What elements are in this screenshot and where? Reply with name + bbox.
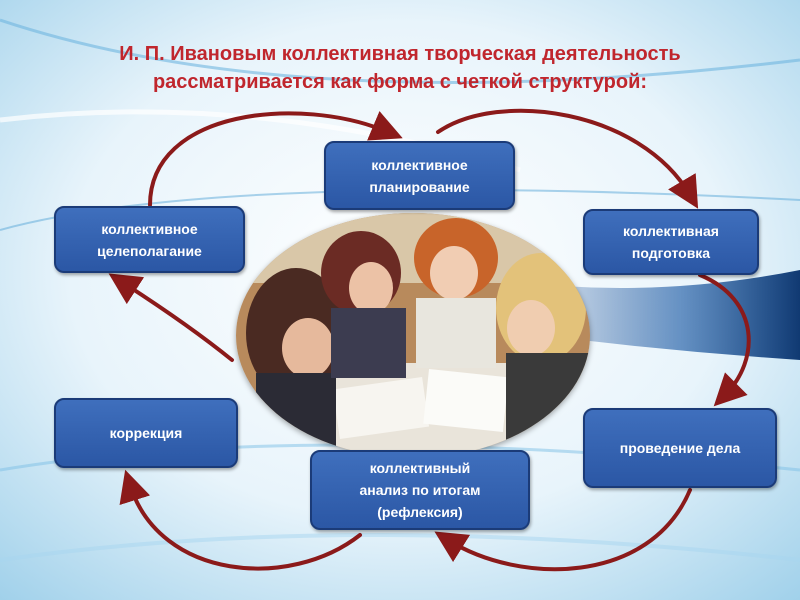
stage-planning: коллективное планирование: [324, 141, 515, 210]
stage-planning-line-2: планирование: [369, 178, 470, 195]
arrow-analysis-to-correction: [119, 469, 362, 571]
arrow-planning-to-preparation: [436, 108, 699, 209]
arrow-goal-setting-to-planning: [148, 111, 403, 207]
arrow-conducting-to-analysis: [434, 488, 692, 572]
stage-conducting-line-1: проведение дела: [619, 440, 741, 456]
stage-preparation-line-2: подготовка: [631, 245, 711, 261]
stage-correction: коррекция: [54, 398, 238, 468]
stage-preparation: коллективная подготовка: [583, 209, 759, 275]
stage-analysis-line-2: анализ по итогам: [359, 482, 481, 498]
stage-goal-setting-line-1: коллективное: [101, 220, 198, 237]
group-work-photo: [236, 213, 590, 458]
slide-title: И. П. Ивановым коллективная творческая д…: [0, 40, 800, 96]
stage-analysis: коллективный анализ по итогам (рефлексия…: [310, 450, 530, 530]
stage-correction-line-1: коррекция: [109, 425, 183, 441]
stage-planning-line-1: коллективное: [371, 156, 468, 173]
slide-title-line-2: рассматривается как форма с четкой струк…: [152, 71, 648, 93]
stage-analysis-line-1: коллективный: [369, 460, 471, 476]
stage-preparation-line-1: коллективная: [623, 223, 719, 239]
stage-goal-setting-line-2: целеполагание: [97, 242, 202, 259]
slide-title-line-1: И. П. Ивановым коллективная творческая д…: [119, 43, 681, 65]
arrow-correction-to-goal-setting: [108, 273, 234, 362]
arrow-preparation-to-conducting: [698, 273, 751, 407]
stage-goal-setting: коллективное целеполагание: [54, 206, 245, 273]
stage-analysis-line-3: (рефлексия): [377, 504, 463, 520]
stage-conducting: проведение дела: [583, 408, 777, 488]
